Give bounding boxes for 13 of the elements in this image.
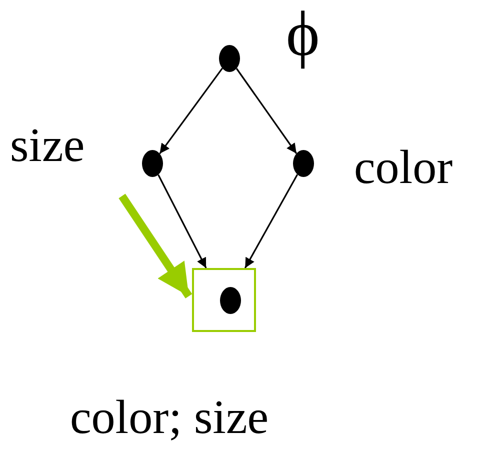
node-dot <box>142 150 163 177</box>
arrow <box>236 68 298 154</box>
node-caption: color <box>354 144 453 192</box>
arrow <box>159 68 223 154</box>
node-dot <box>293 150 314 177</box>
node-caption: size <box>10 122 85 170</box>
node-dot <box>219 45 240 72</box>
node-dot <box>220 287 241 314</box>
thick-arrow <box>118 194 192 298</box>
arrow <box>158 174 207 268</box>
arrow <box>244 174 298 268</box>
node-caption: color; size <box>70 394 269 442</box>
highlight-square <box>192 268 256 332</box>
